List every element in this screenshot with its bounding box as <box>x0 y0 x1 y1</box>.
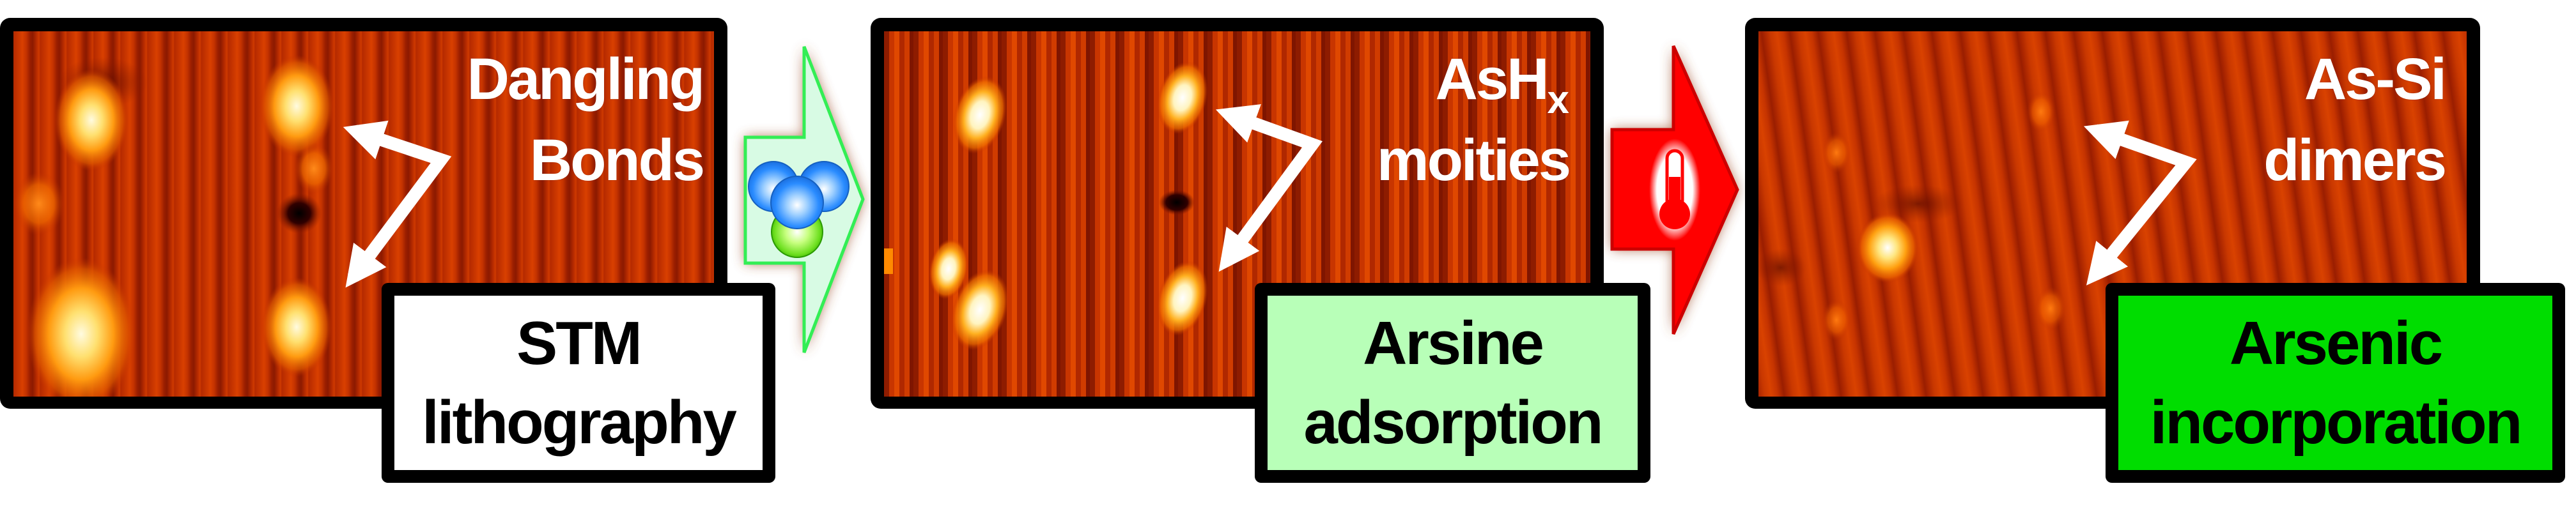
step-2-label-box: Arsine adsorption <box>1255 283 1650 483</box>
overlay-line-1: Dangling <box>467 47 705 112</box>
stm-features <box>884 61 1208 351</box>
overlay-line-1: AsHx <box>1272 50 1569 131</box>
panel-2-overlay-label: AsHx moities <box>1272 50 1571 193</box>
overlay-line-2: dimers <box>2263 128 2447 193</box>
overlay-line-1: As-Si <box>2304 47 2447 112</box>
arsine-dosing-arrow <box>743 46 865 353</box>
stm-features <box>13 55 334 397</box>
anneal-heating-arrow <box>1610 45 1739 335</box>
step-2-label-line-2: adsorption <box>1303 388 1604 457</box>
panel-1-overlay-label: Dangling Bonds <box>409 47 705 193</box>
ashx-subscript: x <box>1547 78 1569 122</box>
panel-3-overlay-label: As-Si dimers <box>2173 47 2447 193</box>
stm-features <box>1758 91 2066 340</box>
arsine-molecule-icon <box>748 161 850 258</box>
step-2-label-line-1: Arsine <box>1363 308 1544 377</box>
step-1-label-line-2: lithography <box>422 388 737 457</box>
step-3-label-line-2: incorporation <box>2150 388 2523 457</box>
step-1-label-box: STM lithography <box>382 283 775 483</box>
step-3-label-box: Arsenic incorporation <box>2106 283 2565 483</box>
overlay-line-2: moities <box>1376 128 1571 193</box>
ashx-formula: AsH <box>1435 47 1549 112</box>
overlay-line-2: Bonds <box>529 128 705 193</box>
thermometer-icon <box>1649 139 1700 241</box>
step-1-label-line-1: STM <box>516 308 642 377</box>
step-3-label-line-1: Arsenic <box>2229 308 2443 377</box>
